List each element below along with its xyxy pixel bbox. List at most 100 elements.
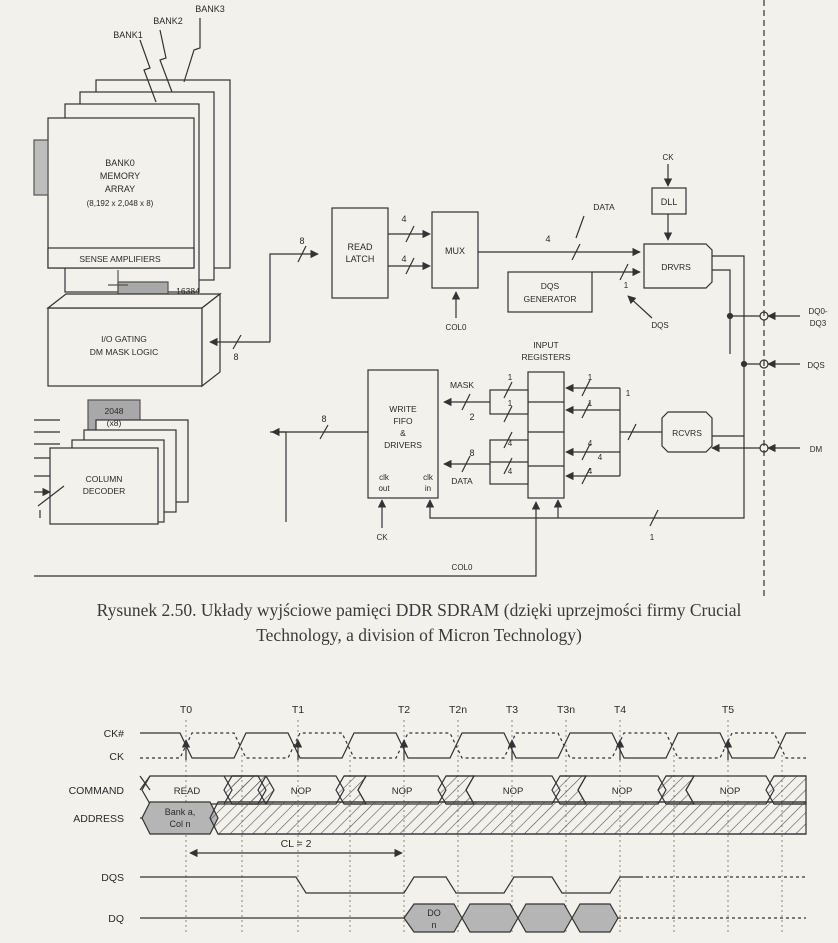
bus-8-io-label: 8	[233, 352, 238, 362]
bank0-memory-array	[47, 117, 195, 269]
bank0-line1: BANK0	[105, 158, 135, 168]
rcvrs	[661, 411, 713, 453]
write-fifo-line3: &	[400, 428, 406, 438]
bus-4-lower-label: 4	[401, 254, 406, 264]
read-latch-line2: LATCH	[346, 254, 375, 264]
signal-command: COMMAND	[69, 785, 125, 797]
command-nop-1: NOP	[291, 786, 312, 797]
clk-out-line1: clk	[379, 473, 390, 482]
clk-in-line1: clk	[423, 473, 434, 482]
bus-8-data-label: 8	[469, 448, 474, 458]
clock-label-t1: T1	[292, 704, 304, 716]
bus-4-c-label: 4	[588, 439, 593, 448]
block-diagram-labels: BANK1 BANK2 BANK3 BANK0 MEMORY ARRAY (8,…	[79, 4, 828, 572]
bus-1-e-label: 1	[626, 389, 631, 398]
input-registers	[527, 371, 565, 499]
block-diagram	[33, 0, 800, 598]
clock-label-t3n: T3n	[557, 704, 575, 716]
io-gating-box	[47, 307, 203, 387]
bus-8-read-label: 8	[299, 236, 304, 246]
ck-label: CK	[662, 153, 674, 162]
signal-dq: DQ	[108, 913, 124, 925]
bus-4-e-label: 4	[598, 453, 603, 462]
hatched-bus-regions	[209, 775, 807, 835]
bank0-line4: (8,192 x 2,048 x 8)	[87, 199, 154, 208]
write-fifo-drivers	[367, 369, 439, 499]
dll-label: DLL	[661, 197, 678, 207]
bus-8-write-label: 8	[321, 414, 326, 424]
io-gating-line1: I/O GATING	[101, 334, 147, 344]
dqs-generator-line1: DQS	[541, 281, 560, 291]
write-fifo-line1: WRITE	[389, 404, 417, 414]
command-labels: READ NOP NOP NOP NOP NOP Bank a, Col n C…	[165, 786, 741, 930]
rcvrs-label: RCVRS	[672, 428, 702, 438]
clk-out-line2: out	[378, 484, 390, 493]
column-decoder-line1: COLUMN	[86, 474, 123, 484]
bank-label-3: BANK3	[195, 4, 225, 14]
data-label: DATA	[593, 202, 615, 212]
caption-line1: Rysunek 2.50. Układy wyjściowe pamięci D…	[96, 600, 742, 620]
clock-label-t3: T3	[506, 704, 518, 716]
bus-1-b-label: 1	[508, 399, 513, 408]
figure-caption: Rysunek 2.50. Układy wyjściowe pamięci D…	[0, 598, 838, 648]
mask-label: MASK	[450, 380, 474, 390]
bus-4-b-label: 4	[508, 467, 513, 476]
clock-label-t2: T2	[398, 704, 410, 716]
dqs-generator	[507, 271, 593, 313]
sense-amplifiers	[47, 247, 195, 269]
bus-2048-line2: (x8)	[107, 418, 122, 428]
write-fifo-line2: FIFO	[393, 416, 413, 426]
bus-1-a-label: 1	[508, 373, 513, 382]
input-registers-line1: INPUT	[533, 340, 559, 350]
clock-label-t2n: T2n	[449, 704, 467, 716]
address-line2: Col n	[169, 819, 190, 829]
dqs-generator-line2: GENERATOR	[523, 294, 576, 304]
clock-label-t4: T4	[614, 704, 626, 716]
drvrs-label: DRVRS	[661, 262, 691, 272]
pin-dm-label: DM	[810, 445, 823, 454]
col0-label: COL0	[446, 323, 467, 332]
bus-2-label: 2	[469, 412, 474, 422]
mux	[431, 211, 479, 289]
timing-labels: T0 T1 T2 T2n T3 T3n T4 T5	[180, 704, 734, 716]
bus-1-bottom-label: 1	[650, 533, 655, 542]
command-nop-2: NOP	[392, 786, 413, 797]
input-registers-line2: REGISTERS	[521, 352, 570, 362]
clock-label-t0: T0	[180, 704, 192, 716]
bank-label-1: BANK1	[113, 30, 143, 40]
bank-label-2: BANK2	[153, 16, 183, 26]
address-line1: Bank a,	[165, 807, 196, 817]
bank0-line3: ARRAY	[105, 184, 135, 194]
column-decoder-line2: DECODER	[83, 486, 126, 496]
bus-4-upper-label: 4	[401, 214, 406, 224]
ck-bottom-label: CK	[376, 533, 388, 542]
signal-address: ADDRESS	[73, 813, 124, 825]
dqs-inner-label: DQS	[651, 321, 668, 330]
signal-ck-hash: CK#	[104, 728, 125, 740]
bus-1-d-label: 1	[588, 399, 593, 408]
read-latch-line1: READ	[347, 242, 373, 252]
caption-line2: Technology, a division of Micron Technol…	[256, 625, 582, 645]
signal-dqs: DQS	[101, 872, 124, 884]
bus-2048-line1: 2048	[105, 406, 124, 416]
col0-bottom-label: COL0	[452, 563, 473, 572]
drvrs	[643, 243, 713, 289]
dq-out-line1: DO	[427, 908, 441, 918]
bus-4-d-label: 4	[588, 467, 593, 476]
pin-dq-line2: DQ3	[810, 319, 827, 328]
command-nop-3: NOP	[503, 786, 524, 797]
read-latch	[331, 207, 389, 299]
write-fifo-line4: DRIVERS	[384, 440, 422, 450]
signal-ck: CK	[109, 751, 124, 763]
data-write-label: DATA	[451, 476, 473, 486]
bus-4-a-label: 4	[508, 439, 513, 448]
command-read: READ	[174, 786, 201, 797]
clock-label-t5: T5	[722, 704, 734, 716]
bus-1-c-label: 1	[588, 373, 593, 382]
dll	[651, 187, 687, 215]
bus-1-dqs-label: 1	[624, 281, 629, 290]
bus-4-data-label: 4	[545, 234, 550, 244]
command-nop-4: NOP	[612, 786, 633, 797]
command-nop-5: NOP	[720, 786, 741, 797]
